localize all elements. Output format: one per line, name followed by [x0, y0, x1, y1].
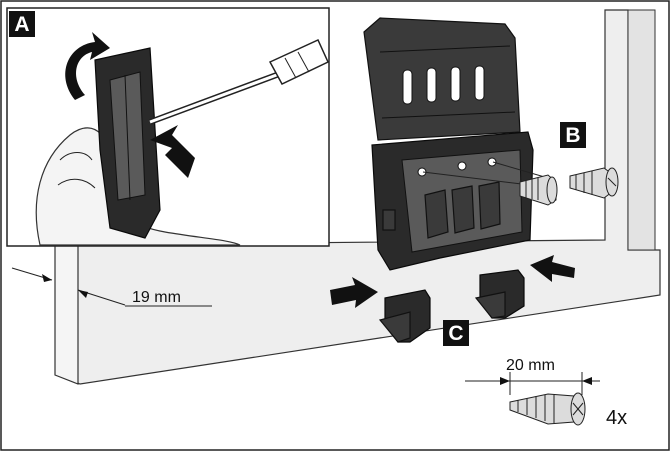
- loose-screw: [509, 392, 586, 426]
- clip-left: [378, 289, 431, 343]
- push-arrow-inset: [150, 125, 195, 178]
- clip-right: [474, 269, 525, 319]
- screw-quantity: 4x: [606, 407, 627, 429]
- arrow-right-clip: [530, 255, 575, 282]
- plate-slots: [402, 65, 485, 105]
- label-c-text: C: [448, 322, 463, 345]
- label-b: B: [560, 122, 586, 148]
- screw-b2: [569, 167, 619, 199]
- label-b-text: B: [565, 124, 580, 147]
- dimension-screw: 20 mm: [465, 357, 600, 395]
- dimension-panel: 19 mm: [11, 267, 212, 307]
- label-a: A: [9, 11, 35, 37]
- rotate-arrow: [65, 32, 110, 100]
- screwdriver: [148, 39, 329, 125]
- arrow-left-clip: [330, 277, 378, 308]
- hinge-plate: [363, 17, 534, 271]
- dimension-screw-text: 20 mm: [506, 357, 555, 374]
- label-a-text: A: [14, 13, 29, 36]
- label-c: C: [443, 320, 469, 346]
- inset-a: [6, 7, 330, 247]
- screw-b1: [519, 174, 558, 206]
- dimension-panel-text: 19 mm: [132, 289, 181, 306]
